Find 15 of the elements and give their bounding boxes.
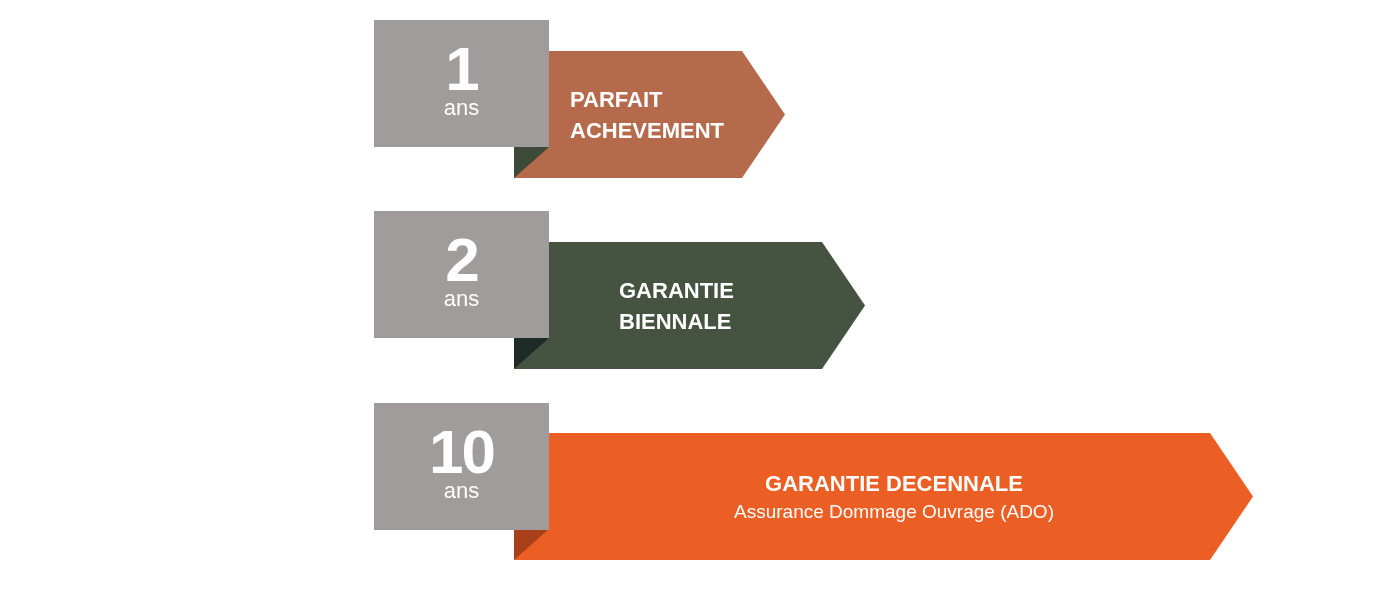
year-box — [374, 20, 549, 147]
warranty-subtitle: Assurance Dommage Ouvrage (ADO) — [734, 500, 1054, 524]
year-number: 1 — [445, 40, 478, 97]
year-number: 2 — [445, 231, 478, 288]
warranty-title: PARFAIT ACHEVEMENT — [570, 85, 725, 145]
warranty-title: GARANTIE BIENNALE — [619, 276, 735, 336]
year-box — [374, 403, 549, 530]
arrow-band — [514, 242, 865, 369]
arrow-band — [514, 433, 1253, 560]
warranty-title: GARANTIE DECENNALE — [765, 470, 1023, 498]
year-unit: ans — [443, 287, 480, 310]
year-number: 10 — [429, 423, 494, 480]
year-unit: ans — [443, 96, 480, 119]
year-box — [374, 211, 549, 338]
year-unit: ans — [443, 479, 480, 502]
